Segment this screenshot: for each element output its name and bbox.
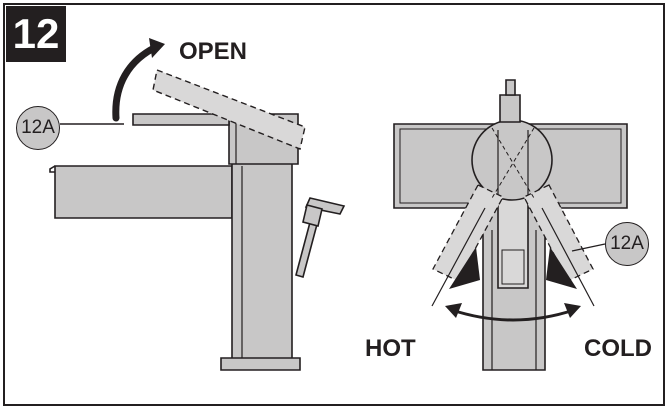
hot-sector <box>449 247 480 289</box>
open-label: OPEN <box>179 38 248 65</box>
front-view-faucet <box>393 79 628 371</box>
spout <box>54 165 233 219</box>
lever-closed <box>132 113 230 126</box>
open-arrow <box>112 42 162 122</box>
instruction-frame <box>3 3 665 406</box>
lever-open-dashed <box>152 69 306 150</box>
side-view-faucet <box>49 113 346 371</box>
callout-12a-side: 12A <box>16 106 60 150</box>
faucet-body <box>231 162 293 361</box>
faucet-base <box>220 357 301 371</box>
step-number-badge: 12 <box>6 6 66 62</box>
rotation-arrow <box>451 308 575 322</box>
hot-label: HOT <box>365 335 416 362</box>
cold-label: COLD <box>584 335 652 362</box>
callout-12a-front: 12A <box>605 222 649 266</box>
cold-sector <box>546 247 577 289</box>
callout-leader-right <box>571 243 606 252</box>
